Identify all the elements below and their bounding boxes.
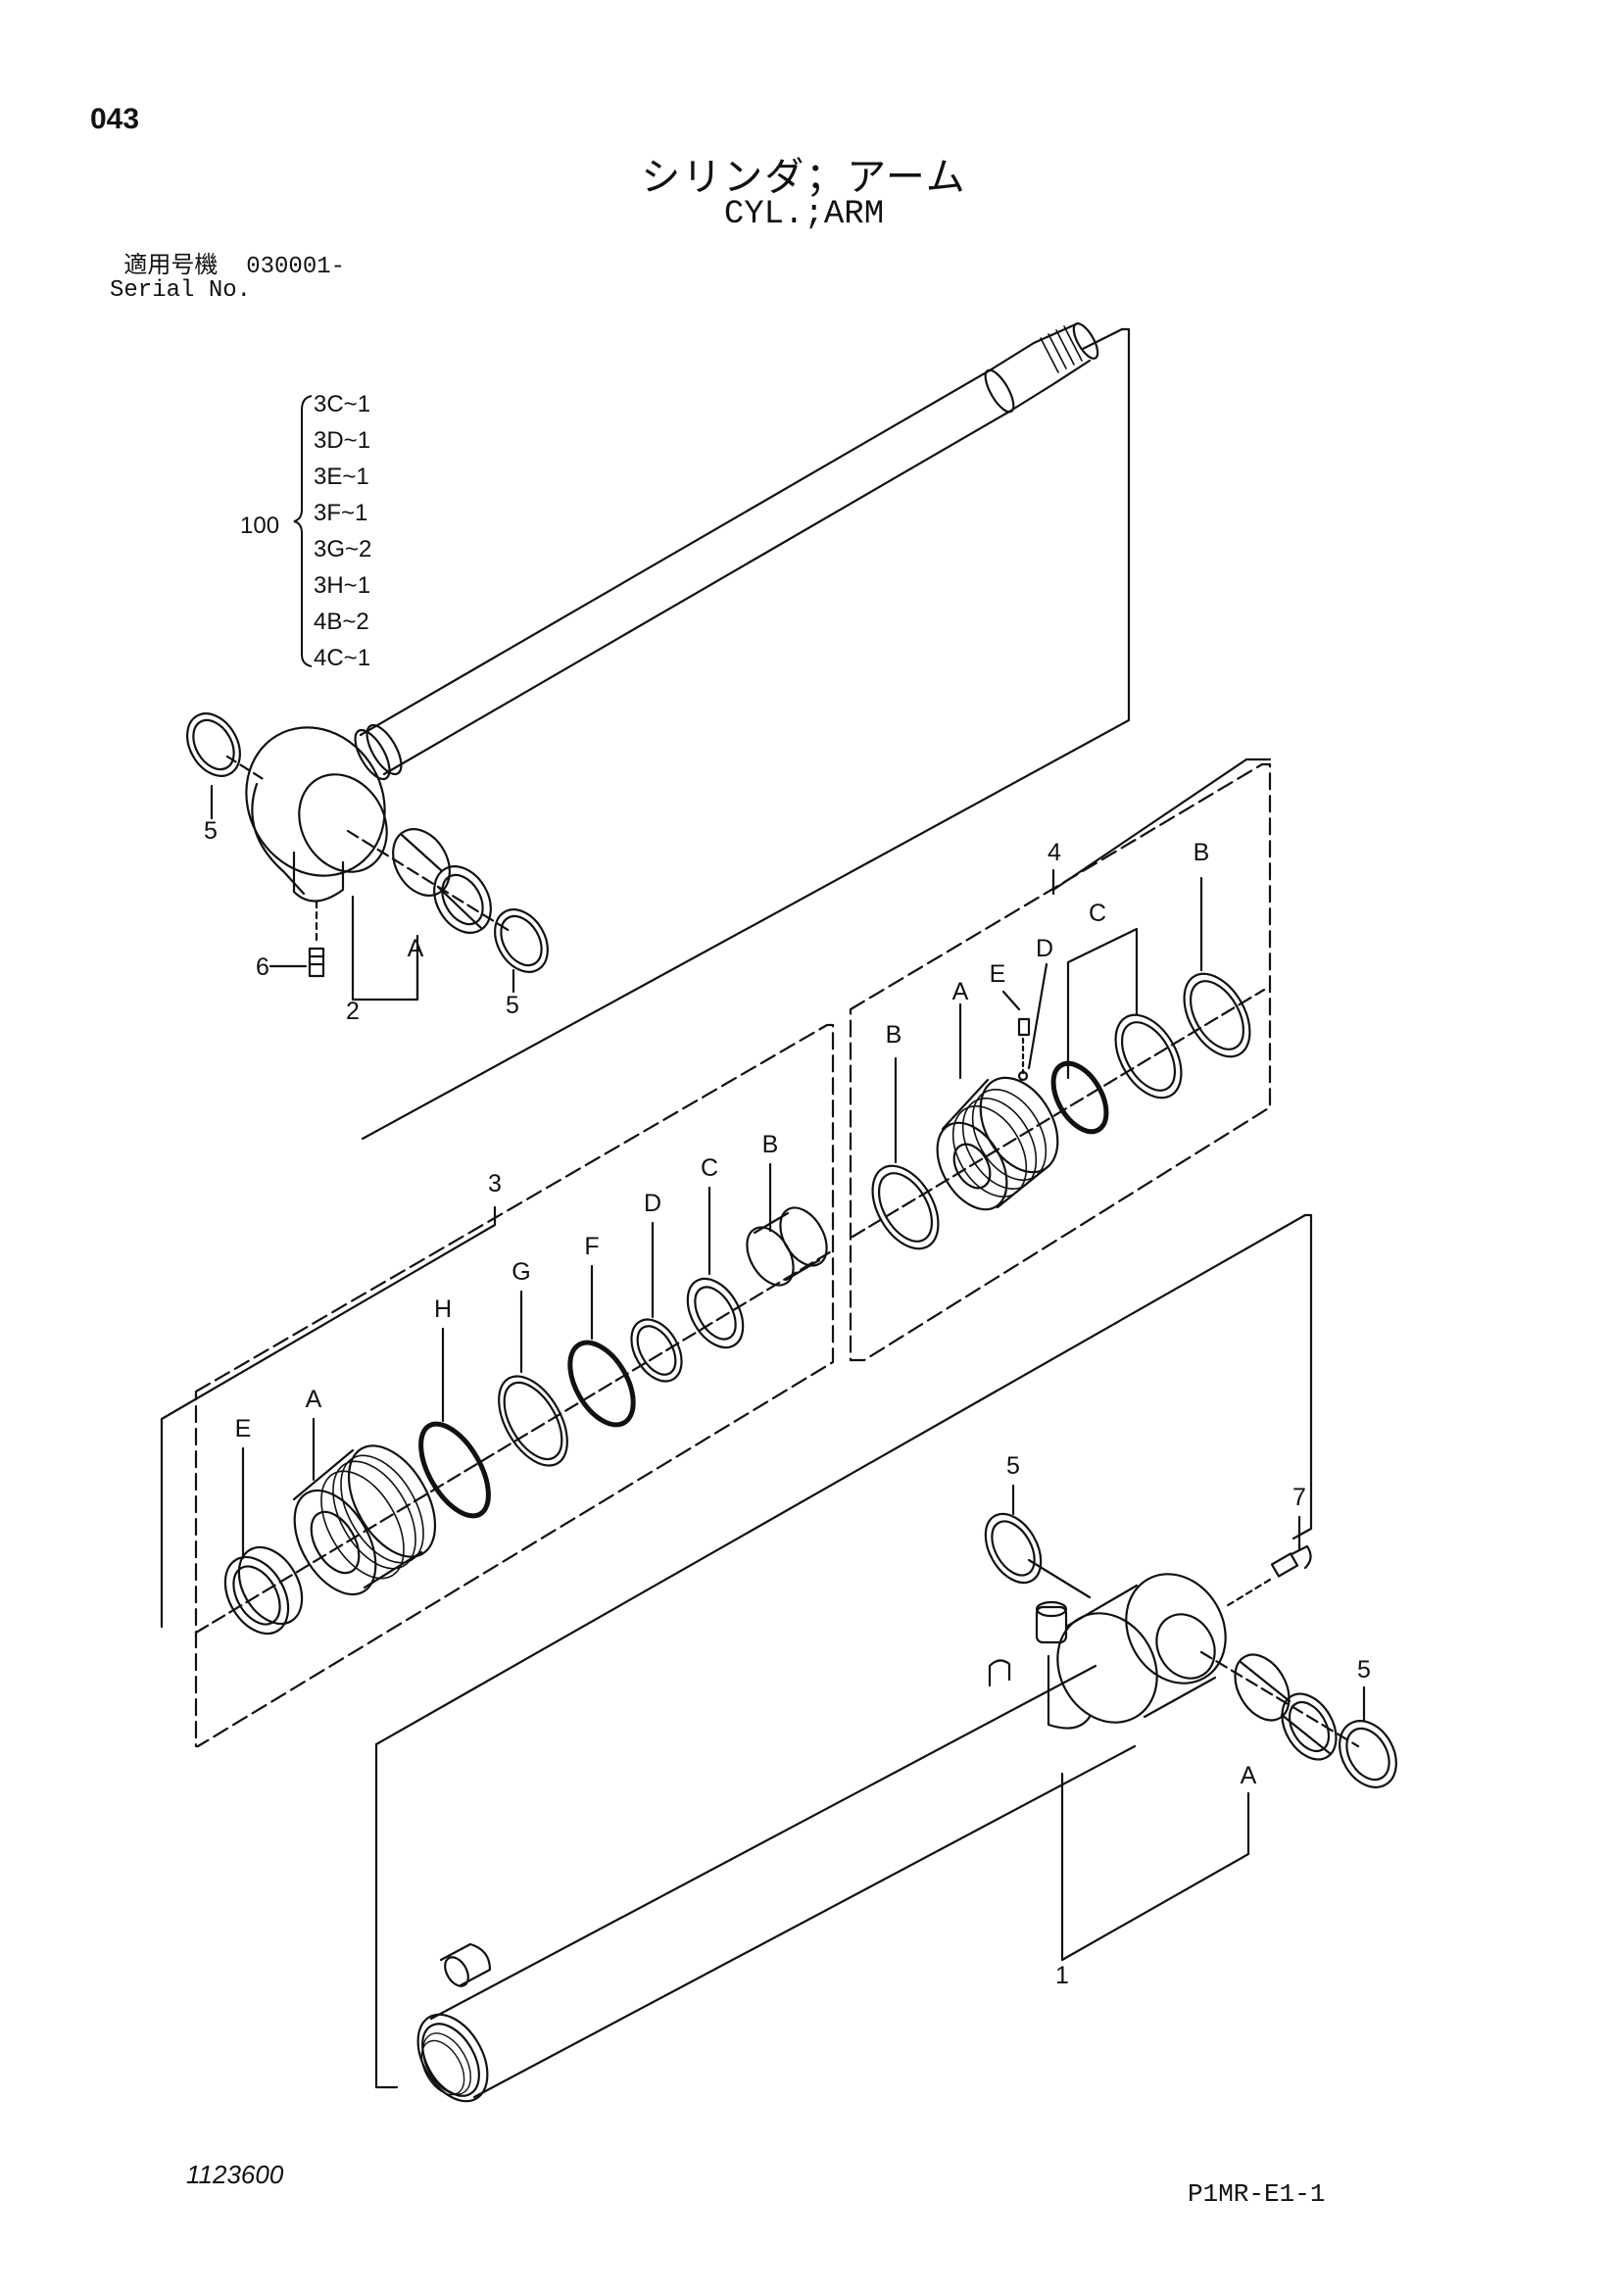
piston-kit-outline — [849, 762, 1272, 1362]
callout-label: 5 — [1006, 1452, 1020, 1480]
rod-seal-ring-right — [494, 908, 549, 973]
kit-item: 3C~1 — [314, 391, 370, 417]
tube-seal-ring-top — [984, 1512, 1043, 1585]
head-o-ring-h — [418, 1421, 491, 1519]
callout-label: H — [434, 1295, 452, 1323]
callout-label: A — [306, 1386, 322, 1413]
kit-brace — [293, 395, 313, 667]
callout-label: E — [235, 1415, 252, 1442]
callout-label: G — [512, 1258, 530, 1286]
callout-label: 5 — [506, 992, 519, 1019]
cylinder-tube — [416, 1664, 1137, 2103]
callout-label: B — [886, 1021, 902, 1049]
kit-item: 3D~1 — [314, 427, 370, 454]
callout-label: B — [762, 1131, 779, 1158]
callout-label: 2 — [346, 998, 360, 1025]
head-ring-c — [686, 1277, 745, 1349]
tube-grease-fitting — [1223, 1544, 1312, 1609]
tube-bushing — [1234, 1653, 1338, 1761]
callout-label: C — [701, 1154, 718, 1182]
callout-label: 5 — [204, 817, 218, 845]
kit-item: 4C~1 — [314, 645, 370, 671]
kit-item: 3E~1 — [314, 464, 369, 490]
callout-label: A — [408, 935, 424, 962]
serial-value: 030001- — [246, 254, 346, 280]
callout-label: A — [952, 978, 969, 1005]
tube-clevis — [1035, 1573, 1227, 1730]
rod-bushing — [392, 828, 492, 934]
drawing-number: 1123600 — [186, 2160, 284, 2189]
rod-eye — [245, 726, 388, 903]
serial-label-en: Serial No. — [110, 277, 252, 304]
callout-label: C — [1089, 900, 1106, 927]
callout-label: D — [1036, 935, 1053, 962]
leader — [225, 755, 267, 782]
cylinder-head — [292, 1444, 437, 1596]
serial-label-jp: 適用号機 — [123, 251, 219, 278]
kit-item: 4B~2 — [314, 609, 369, 635]
callout-label: 7 — [1292, 1484, 1306, 1511]
head-wiper-e — [223, 1545, 304, 1636]
piston-set-screw — [1017, 1017, 1031, 1075]
piston-ring-b-right — [1183, 972, 1251, 1058]
rod-seal-ring-left — [186, 712, 241, 777]
piston-ball — [1017, 1070, 1029, 1082]
piston-rod — [354, 321, 1099, 781]
kit-item: 3H~1 — [314, 572, 370, 599]
grease-fitting-rod — [308, 900, 325, 978]
piston-ring-c — [1114, 1013, 1183, 1099]
callout-label: 6 — [256, 953, 269, 981]
tube-port — [988, 1659, 1011, 1687]
callout-label: A — [1241, 1762, 1257, 1789]
title-english: CYL.;ARM — [723, 196, 885, 233]
kit-number: 100 — [240, 513, 279, 539]
head-o-ring-f — [567, 1340, 636, 1428]
callout-label: B — [1194, 839, 1210, 866]
piston — [936, 1076, 1059, 1211]
callout-label: D — [644, 1190, 661, 1217]
head-ring-d — [630, 1318, 683, 1383]
piston-o-ring-d — [1050, 1060, 1109, 1135]
serial-block: 適用号機 030001- Serial No. — [110, 253, 345, 303]
head-ring-g — [498, 1375, 568, 1467]
callout-label: E — [990, 960, 1006, 988]
page-number: 043 — [90, 103, 140, 135]
callout-label: F — [584, 1233, 599, 1260]
kit-item: 3G~2 — [314, 536, 371, 562]
callout-label: 1 — [1055, 1962, 1069, 1989]
tube-seal-ring-right — [1339, 1720, 1397, 1788]
callout-label: 4 — [1048, 839, 1061, 866]
figure-code: P1MR-E1-1 — [1188, 2179, 1326, 2209]
kit-item: 3F~1 — [314, 500, 367, 526]
head-kit-outline — [194, 1023, 835, 1748]
callout-label: 5 — [1357, 1656, 1371, 1684]
piston-ring-b-left — [871, 1164, 940, 1250]
title-japanese: シリンダ；アーム — [641, 155, 967, 200]
callout-label: 3 — [488, 1170, 502, 1197]
